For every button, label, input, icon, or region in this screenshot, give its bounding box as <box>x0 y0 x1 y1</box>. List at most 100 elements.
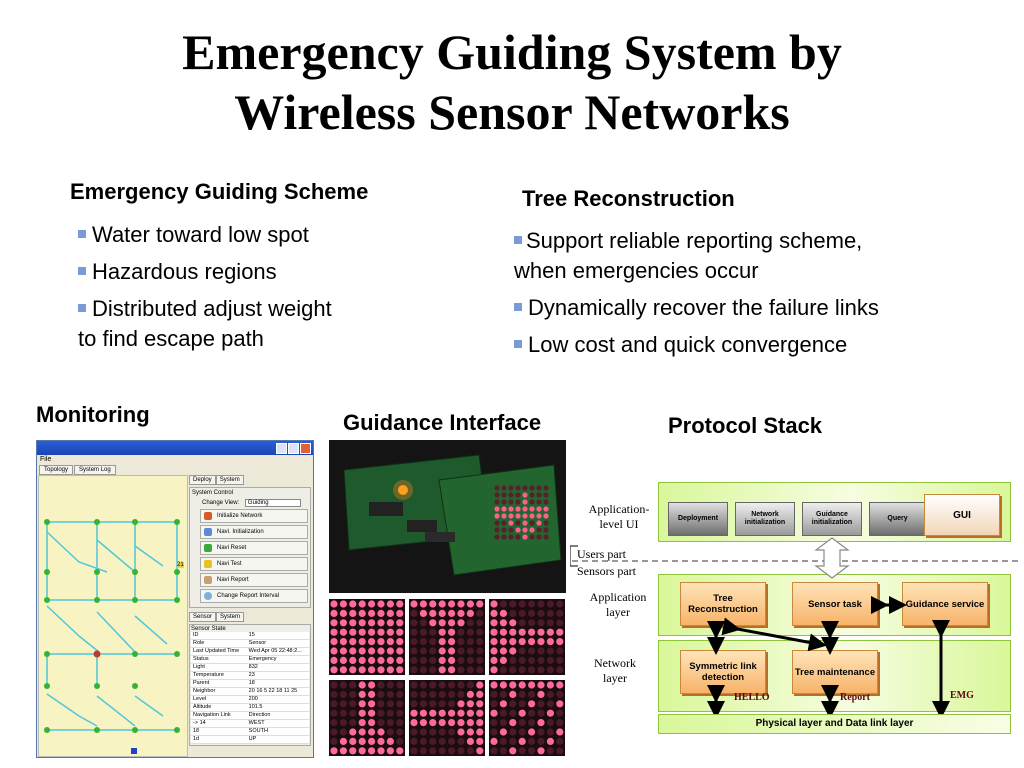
led-dot <box>494 492 500 498</box>
led-dot <box>536 506 542 512</box>
tab-system[interactable]: System <box>215 475 244 485</box>
led-dot <box>543 485 549 491</box>
led-dot <box>386 747 394 755</box>
led-dot <box>509 628 517 636</box>
map-node-label: 21 <box>177 562 184 568</box>
app-ui-label: Application-level UI <box>588 502 650 531</box>
row-value: Wed Apr 05 22:48:2... <box>248 648 302 654</box>
navi-initialization-button[interactable]: Navi. Initialization <box>200 525 308 539</box>
led-dot <box>339 709 347 717</box>
led-dot <box>522 534 528 540</box>
led-dot <box>377 709 385 717</box>
led-dot <box>476 728 484 736</box>
led-dot <box>349 600 357 608</box>
change-report-interval-button[interactable]: Change Report Interval <box>200 589 308 603</box>
led-dot <box>386 656 394 664</box>
table-row: Last Updated Time Wed Apr 05 22:48:2... <box>191 648 309 656</box>
led-dot <box>358 747 366 755</box>
led-dot <box>386 638 394 646</box>
led-dot <box>528 728 536 736</box>
row-value: 200 <box>248 696 258 702</box>
led-dot <box>386 647 394 655</box>
led-dot <box>556 656 564 664</box>
stack-heading: Protocol Stack <box>668 413 823 438</box>
tab-topology[interactable]: Topology <box>39 465 74 475</box>
led-dot <box>358 681 366 689</box>
app-layer-label: Application layer <box>589 590 647 619</box>
led-dot <box>457 681 465 689</box>
led-dot <box>537 638 545 646</box>
change-view-select[interactable]: Guiding <box>244 499 301 507</box>
bullet-icon <box>514 340 522 349</box>
led-dot <box>438 619 446 627</box>
led-dot <box>457 656 465 664</box>
led-dot <box>508 506 514 512</box>
led-dot <box>501 527 507 533</box>
led-dot <box>330 709 338 717</box>
maximize-icon[interactable] <box>288 443 299 454</box>
close-icon[interactable] <box>300 443 311 454</box>
led-arrow-image <box>409 680 485 756</box>
led-dot <box>438 709 446 717</box>
led-dot <box>330 666 338 674</box>
led-dot <box>528 609 536 617</box>
system-control-label: System Control <box>192 490 234 496</box>
led-dot <box>377 647 385 655</box>
led-dot <box>368 619 376 627</box>
initialize-network-button[interactable]: Initialize Network <box>200 509 308 523</box>
row-key: Navigation Link <box>193 712 231 718</box>
led-dot <box>509 719 517 727</box>
led-dot <box>518 681 526 689</box>
led-dot <box>546 690 554 698</box>
led-dot <box>528 681 536 689</box>
topology-map[interactable]: 21 <box>38 475 188 757</box>
led-dot <box>515 513 521 519</box>
navi-reset-button[interactable]: Navi Reset <box>200 541 308 555</box>
led-dot <box>396 737 404 745</box>
led-dot <box>536 513 542 519</box>
led-dot <box>349 728 357 736</box>
led-dot <box>419 728 427 736</box>
tree-list: Support reliable reporting scheme,when e… <box>514 226 879 367</box>
led-dot <box>330 747 338 755</box>
led-dot <box>410 681 418 689</box>
row-key: Last Updated Time <box>193 648 240 654</box>
led-dot <box>438 609 446 617</box>
row-value: UP <box>248 736 257 742</box>
minimize-icon[interactable] <box>276 443 287 454</box>
led-dot <box>508 499 514 505</box>
led-dot <box>358 666 366 674</box>
led-dot <box>499 638 507 646</box>
tab-sensor-system[interactable]: System <box>216 612 245 622</box>
led-dot <box>429 619 437 627</box>
navi-report-button[interactable]: Navi Report <box>200 573 308 587</box>
led-dot <box>377 700 385 708</box>
led-dot <box>358 609 366 617</box>
led-dot <box>515 485 521 491</box>
led-dot <box>490 737 498 745</box>
tab-deploy[interactable]: Deploy <box>189 475 216 485</box>
led-dot <box>537 600 545 608</box>
tab-sensor[interactable]: Sensor <box>189 612 217 622</box>
double-arrow-icon <box>814 537 850 579</box>
led-arrow-image <box>329 599 405 675</box>
navi-test-button[interactable]: Navi Test <box>200 557 308 571</box>
circuit-board-illustration <box>343 454 562 576</box>
led-dot <box>508 492 514 498</box>
led-dot <box>358 628 366 636</box>
menu-file[interactable]: File <box>40 456 52 463</box>
led-dot <box>543 520 549 526</box>
led-dot <box>546 681 554 689</box>
led-dot <box>490 638 498 646</box>
tab-system-log[interactable]: System Log <box>74 465 116 475</box>
led-dot <box>529 506 535 512</box>
led-dot <box>368 747 376 755</box>
led-dot <box>499 656 507 664</box>
led-dot <box>476 656 484 664</box>
led-dot <box>515 506 521 512</box>
